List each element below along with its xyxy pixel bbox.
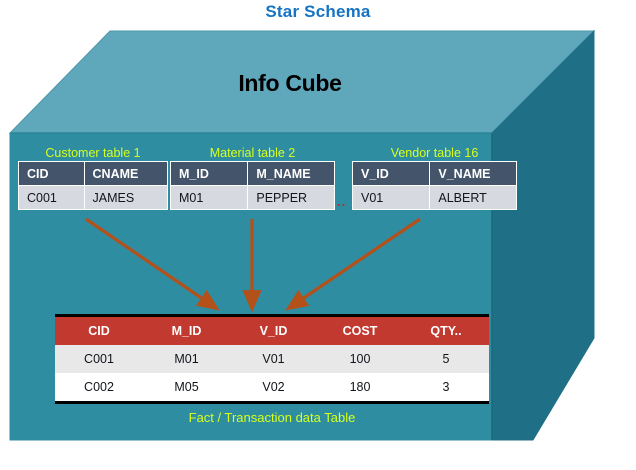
table-row: M01 PEPPER	[169, 185, 335, 210]
cell-cid: C001	[18, 185, 85, 210]
fact-column-header-cost: COST	[317, 315, 403, 345]
column-header-vname: V_NAME	[429, 161, 517, 186]
fact-column-header-qty: QTY..	[403, 315, 489, 345]
fact-cell-cid: C002	[55, 373, 143, 403]
fact-column-header-vid: V_ID	[230, 315, 317, 345]
fact-column-header-cid: CID	[55, 315, 143, 345]
dimension-table-vendor: Vendor table 16 V_ID V_NAME V01 ALBERT	[351, 146, 517, 210]
customer-table: CID CNAME C001 JAMES	[18, 161, 169, 210]
dimension-table-material-caption: Material table 2	[209, 146, 296, 160]
fact-cell-cid: C001	[55, 345, 143, 373]
fact-cell-mid: M01	[143, 345, 230, 373]
ellipsis-mark-left: ..	[337, 194, 347, 209]
fact-header-row: CID M_ID V_ID COST QTY..	[55, 315, 489, 345]
material-table: M_ID M_NAME M01 PEPPER	[169, 161, 335, 210]
column-header-vid: V_ID	[351, 161, 431, 186]
cell-cname: JAMES	[83, 185, 169, 210]
fact-cell-qty: 5	[403, 345, 489, 373]
table-header-row: CID CNAME	[18, 161, 169, 186]
arrow-customer-to-fact	[85, 217, 220, 311]
table-row: C001 JAMES	[18, 185, 169, 210]
cell-vid: V01	[351, 185, 431, 210]
fact-table-row: C001 M01 V01 100 5	[55, 345, 489, 373]
fact-table-caption: Fact / Transaction data Table	[188, 410, 356, 425]
fact-table-wrap: CID M_ID V_ID COST QTY.. C001 M01 V01 10…	[55, 314, 489, 404]
fact-cell-mid: M05	[143, 373, 230, 403]
cell-vname: ALBERT	[429, 185, 517, 210]
cell-mid: M01	[169, 185, 249, 210]
table-row: V01 ALBERT	[351, 185, 517, 210]
fact-cell-cost: 180	[317, 373, 403, 403]
vendor-table: V_ID V_NAME V01 ALBERT	[351, 161, 517, 210]
fact-cell-vid: V02	[230, 373, 317, 403]
column-header-cname: CNAME	[83, 161, 169, 186]
page-title: Star Schema	[265, 2, 371, 21]
column-header-mname: M_NAME	[247, 161, 335, 186]
dimension-table-customer-caption: Customer table 1	[45, 146, 141, 160]
dimension-table-material: Material table 2 M_ID M_NAME M01 PEPPER	[169, 146, 335, 210]
dimension-table-vendor-caption: Vendor table 16	[390, 146, 479, 160]
dimension-table-customer: Customer table 1 CID CNAME C001 JAMES	[18, 146, 169, 210]
fact-cell-qty: 3	[403, 373, 489, 403]
fact-column-header-mid: M_ID	[143, 315, 230, 345]
arrow-vendor-to-fact	[285, 217, 421, 311]
column-header-mid: M_ID	[169, 161, 249, 186]
fact-table: CID M_ID V_ID COST QTY.. C001 M01 V01 10…	[55, 314, 489, 404]
fact-table-row: C002 M05 V02 180 3	[55, 373, 489, 403]
cell-mname: PEPPER	[247, 185, 335, 210]
table-header-row: V_ID V_NAME	[351, 161, 517, 186]
fact-cell-vid: V01	[230, 345, 317, 373]
column-header-cid: CID	[18, 161, 85, 186]
info-cube-label: Info Cube	[238, 70, 342, 96]
table-header-row: M_ID M_NAME	[169, 161, 335, 186]
fact-cell-cost: 100	[317, 345, 403, 373]
